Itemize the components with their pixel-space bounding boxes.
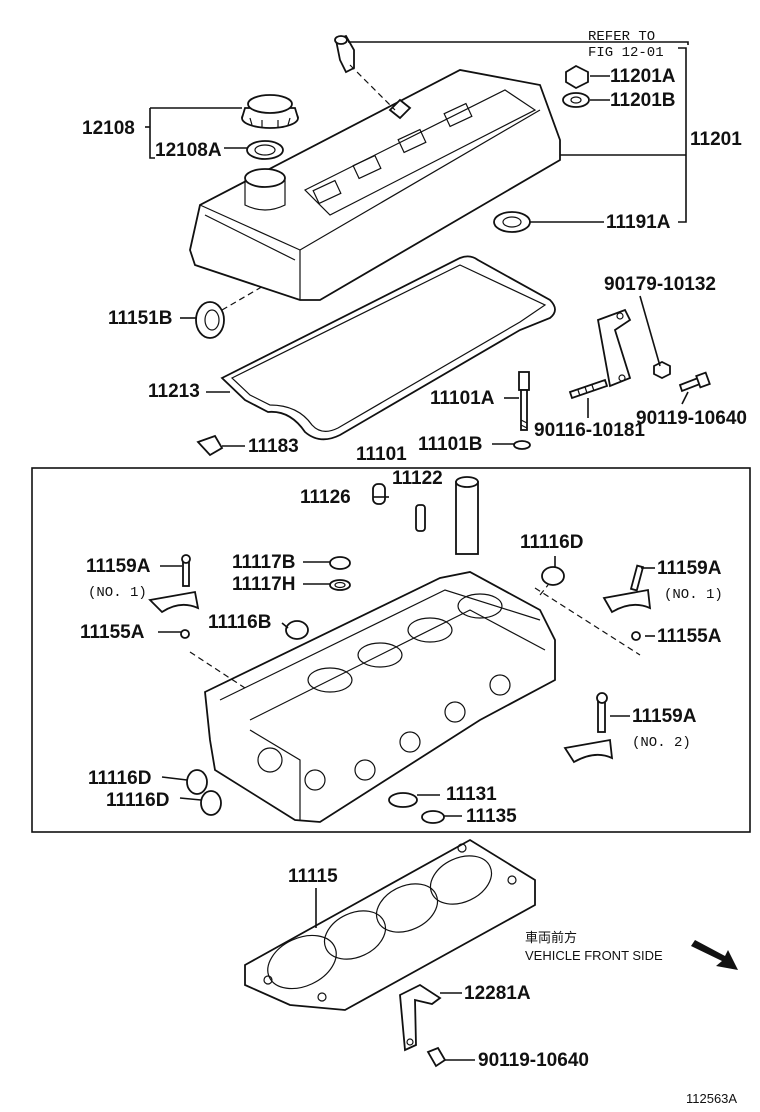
seal-d-b bbox=[200, 790, 222, 816]
ring-h bbox=[329, 579, 351, 591]
label-11159A-left: 11159A bbox=[86, 556, 151, 577]
grommet-washer bbox=[562, 92, 590, 108]
seal-11131 bbox=[388, 792, 418, 808]
label-11183: 11183 bbox=[248, 436, 299, 457]
label-11117H: 11117H bbox=[232, 574, 295, 595]
label-11159A-left-no: (NO. 1) bbox=[88, 585, 147, 601]
label-11101: 11101 bbox=[356, 444, 407, 465]
label-11117B: 11117B bbox=[232, 552, 295, 573]
label-11201B: 11201B bbox=[610, 90, 676, 111]
guide-pin bbox=[415, 504, 426, 532]
seal-11135 bbox=[421, 810, 445, 824]
hanger-bolt bbox=[426, 1046, 447, 1068]
label-11131: 11131 bbox=[446, 784, 497, 805]
label-11155A-right: 11155A bbox=[657, 626, 722, 647]
label-11191A: 11191A bbox=[606, 212, 671, 233]
label-11159A-right-no: (NO. 1) bbox=[664, 587, 723, 603]
direction-note-en: VEHICLE FRONT SIDE bbox=[525, 948, 663, 963]
label-11159A-no2: 11159A bbox=[632, 706, 697, 727]
label-12281A: 12281A bbox=[464, 983, 531, 1004]
plug-b bbox=[285, 620, 309, 640]
valve-cover-gasket bbox=[220, 255, 556, 441]
bearing-cap-no2 bbox=[563, 692, 614, 764]
valve-cover bbox=[189, 69, 561, 301]
label-11122: 11122 bbox=[392, 468, 443, 489]
label-11201: 11201 bbox=[690, 129, 742, 150]
label-12108A: 12108A bbox=[155, 140, 222, 161]
bearing-cap-left bbox=[148, 554, 200, 639]
label-11155A-left: 11155A bbox=[80, 622, 145, 643]
label-11159A-right: 11159A bbox=[657, 558, 722, 579]
label-11151B: 11151B bbox=[108, 308, 172, 329]
label-11101A: 11101A bbox=[430, 388, 495, 409]
label-90119-10640-bottom: 90119-10640 bbox=[478, 1050, 589, 1071]
head-bolt bbox=[518, 371, 530, 431]
engine-hanger bbox=[399, 983, 442, 1052]
label-11159A-no2-no: (NO. 2) bbox=[632, 735, 691, 751]
breather-fitting bbox=[334, 34, 355, 74]
leader-lines bbox=[145, 41, 689, 1061]
label-11101B: 11101B bbox=[418, 434, 482, 455]
label-11135: 11135 bbox=[466, 806, 517, 827]
bracket-bolt bbox=[678, 371, 711, 393]
label-11116D-a: 11116D bbox=[88, 768, 151, 789]
cap-gasket bbox=[246, 140, 284, 160]
bracket-nut bbox=[653, 360, 671, 380]
label-11201A: 11201A bbox=[610, 66, 676, 87]
lifting-bracket bbox=[596, 308, 632, 388]
refer-note-line1: REFER TO bbox=[588, 29, 655, 45]
bearing-cap-right bbox=[602, 564, 652, 641]
head-bolt-washer bbox=[513, 440, 531, 450]
grommet-nut bbox=[565, 64, 589, 90]
front-arrow-icon bbox=[691, 940, 738, 970]
label-90116-10181: 90116-10181 bbox=[534, 420, 645, 441]
label-11116D-top: 11116D bbox=[520, 532, 583, 553]
label-90179-10132: 90179-10132 bbox=[604, 274, 716, 295]
spark-plug-tube bbox=[455, 476, 479, 555]
oil-seal bbox=[195, 301, 225, 339]
cylinder-head-group-box bbox=[31, 467, 751, 833]
dowel-pin bbox=[372, 483, 386, 505]
label-11213: 11213 bbox=[148, 381, 200, 402]
plug-seal bbox=[493, 211, 531, 233]
label-12108: 12108 bbox=[82, 118, 135, 139]
label-90119-10640-top: 90119-10640 bbox=[636, 408, 747, 429]
stud-bolt bbox=[568, 378, 609, 400]
ring-b bbox=[329, 556, 351, 570]
label-11115: 11115 bbox=[288, 866, 338, 887]
seal-d-a bbox=[186, 769, 208, 795]
head-gasket bbox=[244, 838, 536, 1011]
figure-id: 112563A bbox=[686, 1091, 737, 1106]
cylinder-head bbox=[204, 571, 556, 823]
seal-plug-top bbox=[541, 566, 565, 586]
label-11116D-b: 11116D bbox=[106, 790, 169, 811]
label-11116B: 11116B bbox=[208, 612, 271, 633]
direction-note-jp: 車両前方 bbox=[525, 930, 577, 946]
oil-filler-cap bbox=[241, 94, 299, 129]
refer-note-line2: FIG 12-01 bbox=[588, 45, 664, 61]
label-11126: 11126 bbox=[300, 487, 351, 508]
half-moon-plug bbox=[196, 434, 224, 457]
